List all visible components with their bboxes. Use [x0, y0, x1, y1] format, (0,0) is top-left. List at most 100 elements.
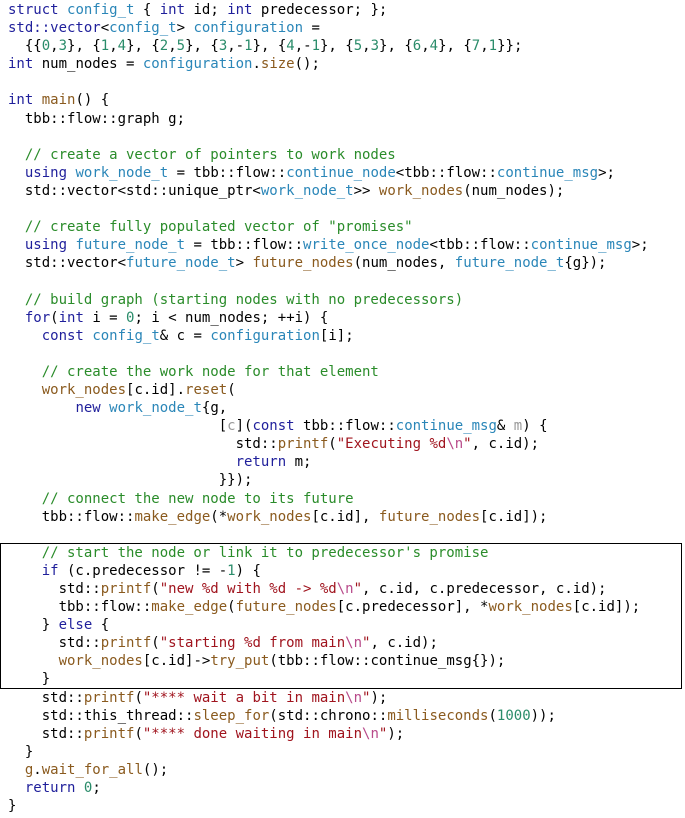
code-token: 4 — [117, 38, 127, 55]
code-token: "**** wait a bit in main — [142, 689, 346, 706]
code-token: 5 — [176, 38, 186, 55]
code-token: future_node_t — [75, 237, 186, 254]
code-token: ,- — [227, 38, 245, 55]
code-token — [75, 780, 83, 796]
code-token: wait_for_all — [41, 761, 143, 778]
code-token: "Executing %d — [336, 436, 447, 453]
code-token — [101, 400, 109, 416]
code-token: std:: — [8, 725, 84, 742]
code-token: }, { — [126, 38, 160, 55]
code-line: const config_t& c = configuration[i]; — [8, 327, 685, 345]
code-token: future_nodes — [252, 255, 354, 272]
code-token: >; — [598, 164, 615, 181]
code-token: 1 — [100, 38, 110, 55]
code-token: , — [168, 38, 177, 55]
code-token: "starting %d from main — [159, 635, 346, 652]
code-line: std::vector<config_t> configuration = — [8, 19, 685, 37]
code-token: // create the work node for that element — [8, 363, 379, 380]
code-line: std::printf("**** done waiting in main\n… — [8, 725, 685, 743]
code-token: \n — [336, 581, 354, 597]
code-token — [8, 237, 25, 253]
code-token: tbb::flow:: — [8, 508, 135, 525]
code-token: & c = — [159, 327, 211, 344]
code-token: <tbb::flow:: — [395, 164, 497, 181]
code-token: ( — [151, 581, 160, 597]
code-token: , — [421, 38, 430, 55]
code-token: work_nodes — [41, 381, 127, 398]
code-line — [8, 526, 685, 544]
code-token: std:: — [8, 689, 84, 706]
code-token: c — [227, 418, 236, 435]
code-token: 3 — [58, 38, 68, 55]
code-token: {g, — [201, 400, 228, 417]
code-token: (c.predecessor != - — [58, 562, 228, 579]
code-token: [c.id]-> — [142, 653, 211, 670]
code-token: try_put — [210, 653, 270, 670]
code-line: std::printf("new %d with %d -> %d\n", c.… — [8, 580, 685, 598]
code-line: } — [8, 743, 685, 761]
code-token: " — [378, 725, 388, 742]
code-token: ,- — [294, 38, 312, 55]
code-token: continue_node — [286, 164, 396, 181]
code-token: m; — [286, 454, 312, 471]
code-token: 0 — [126, 309, 135, 326]
code-token: ( — [328, 436, 337, 453]
code-token: // connect the new node to its future — [8, 490, 354, 507]
code-token: for — [24, 309, 51, 326]
code-token: future_nodes — [235, 599, 337, 616]
code-token — [8, 165, 25, 181]
code-token: = tbb::flow:: — [185, 237, 304, 254]
code-token: ( — [134, 689, 143, 706]
code-token: , — [480, 38, 489, 55]
code-token: milliseconds — [387, 707, 489, 724]
code-token: [ — [8, 418, 228, 435]
code-token: {{ — [8, 38, 42, 55]
code-token: ( — [151, 635, 160, 652]
code-token: 6 — [412, 38, 422, 55]
code-token: make_edge — [151, 599, 228, 616]
code-token: }, { — [67, 38, 101, 55]
code-token: " — [463, 436, 472, 453]
code-token: 7 — [471, 38, 481, 55]
code-line: std::printf("**** wait a bit in main\n")… — [8, 689, 685, 707]
code-line: std::vector<std::unique_ptr<work_node_t>… — [8, 182, 685, 200]
code-line: std::vector<future_node_t> future_nodes(… — [8, 254, 685, 272]
code-token: ( — [50, 309, 59, 326]
code-token: using — [24, 237, 68, 254]
code-line: work_nodes[c.id].reset( — [8, 381, 685, 399]
code-token: std::vector — [8, 20, 101, 37]
code-token: { — [134, 2, 160, 18]
code-token: num_nodes = — [33, 56, 143, 73]
code-token: // create fully populated vector of "pro… — [8, 219, 413, 236]
code-token: }, { — [185, 38, 219, 55]
code-token: configuration — [193, 20, 304, 37]
code-token — [8, 454, 236, 470]
code-token: reset — [185, 381, 228, 398]
code-token: return — [24, 780, 76, 797]
code-token: "new %d with %d -> %d — [159, 581, 337, 597]
code-line: tbb::flow::make_edge(future_nodes[c.pred… — [8, 598, 685, 616]
code-token: [c.id]); — [480, 508, 548, 525]
code-token — [8, 762, 25, 778]
code-token — [33, 92, 41, 108]
code-token: 1 — [488, 38, 498, 55]
code-token: else — [58, 617, 93, 634]
code-token: 4 — [286, 38, 295, 55]
code-token: continue_msg — [496, 164, 599, 181]
code-token: , — [109, 38, 118, 55]
code-token: [c.id]); — [572, 599, 641, 616]
code-token: printf — [83, 725, 135, 742]
code-token: >; — [631, 237, 649, 254]
code-token: 2 — [159, 38, 169, 55]
code-line: std::printf("starting %d from main\n", c… — [8, 634, 685, 652]
code-token: ) { — [235, 562, 261, 579]
code-token: work_nodes — [227, 508, 312, 525]
code-token: " — [362, 635, 371, 652]
code-token: // create a vector of pointers to work n… — [8, 146, 396, 163]
code-token: > — [176, 20, 194, 37]
highlight-box — [0, 543, 682, 689]
code-token: printf — [277, 436, 329, 453]
code-token: (); — [294, 56, 320, 73]
code-token: predecessor; }; — [252, 2, 388, 18]
code-token: 1 — [227, 562, 236, 579]
